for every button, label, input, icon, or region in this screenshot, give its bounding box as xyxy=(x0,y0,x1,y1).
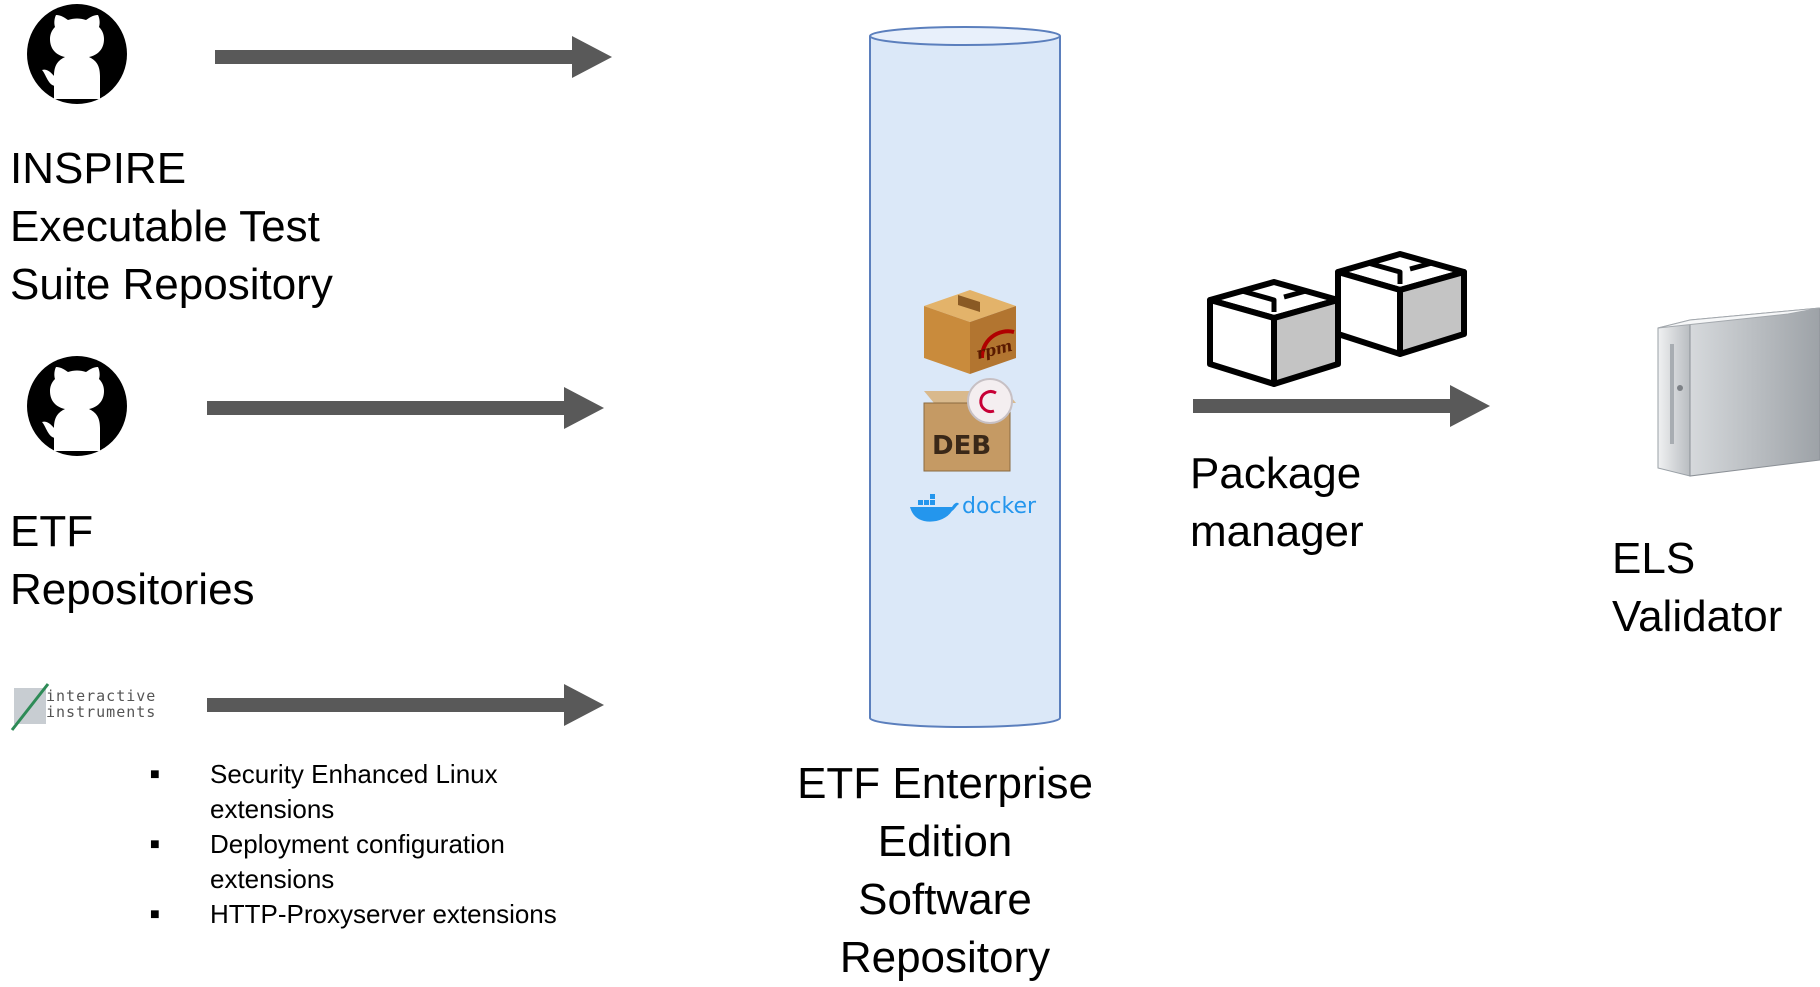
server-icon xyxy=(1657,307,1820,477)
etf-repos-label: ETF Repositories xyxy=(10,507,255,614)
package-box-left xyxy=(1207,279,1341,387)
arrow-inspire-to-repository xyxy=(215,36,612,78)
github-icon xyxy=(20,4,136,104)
package-box-right xyxy=(1335,251,1467,357)
package-boxes-icon xyxy=(1207,251,1467,387)
list-item: ■ Deployment configuration extensions xyxy=(150,829,505,894)
deb-package-icon: DEB xyxy=(918,375,1023,475)
interactive-instruments-logo: interactive instruments xyxy=(10,682,170,732)
inspire-repo-label: INSPIRE Executable Test Suite Repository xyxy=(10,144,333,309)
repository-cylinder xyxy=(869,26,1061,728)
arrow-ii-to-repository xyxy=(207,684,604,726)
arrow-etf-to-repository xyxy=(207,387,604,429)
repository-label: ETF Enterprise Edition Software Reposito… xyxy=(797,759,1093,982)
deb-label: DEB xyxy=(932,431,992,461)
arrow-package-manager-to-validator xyxy=(1193,385,1490,427)
list-item: ■ HTTP-Proxyserver extensions xyxy=(150,899,557,929)
list-item: ■ Security Enhanced Linux extensions xyxy=(150,759,498,824)
docker-label: docker xyxy=(962,494,1037,519)
github-icon xyxy=(20,356,136,456)
docker-icon: docker xyxy=(908,490,1038,524)
package-manager-label: Package manager xyxy=(1190,449,1364,556)
rpm-package-icon: rpm xyxy=(918,282,1023,377)
validator-label: ELS Validator xyxy=(1612,534,1783,641)
